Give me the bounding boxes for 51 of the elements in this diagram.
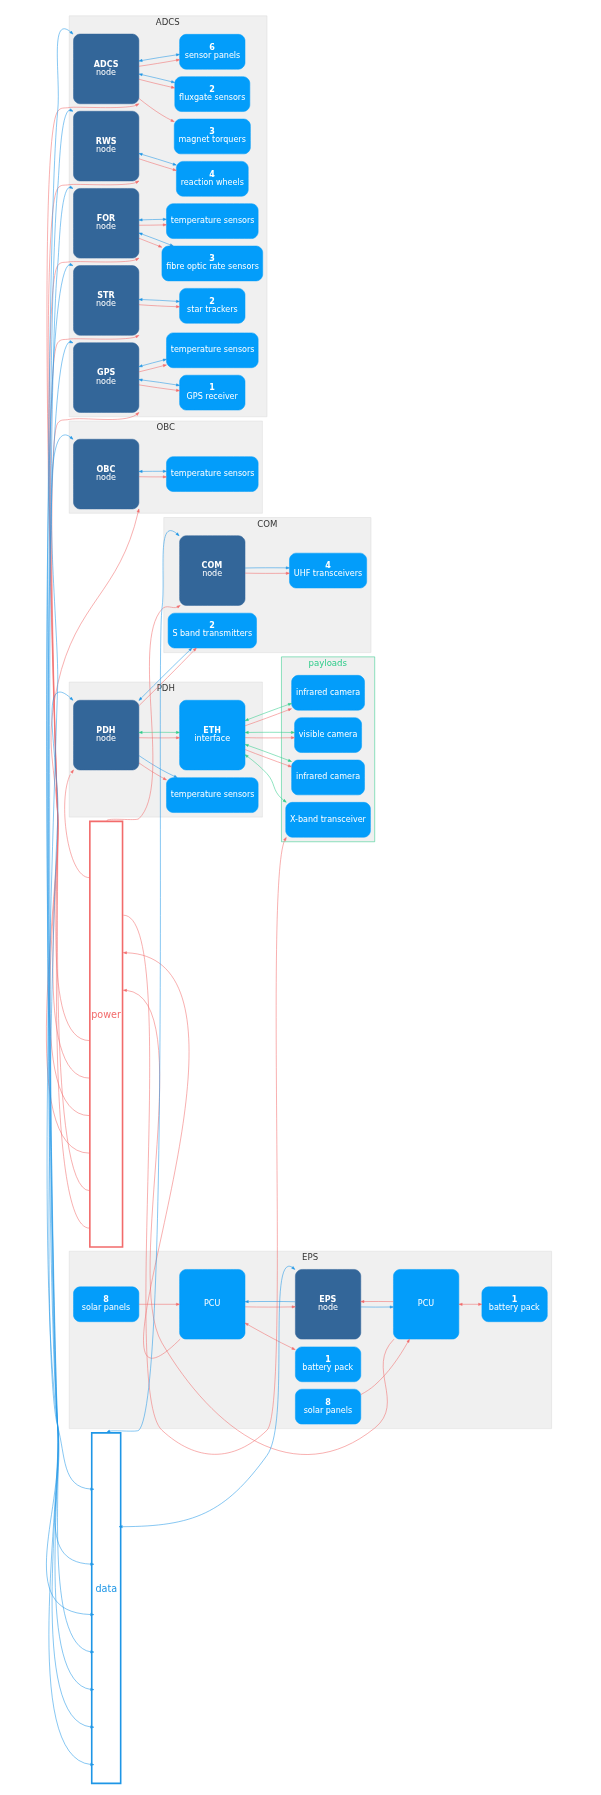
arrow — [46, 435, 94, 1566]
arrow — [63, 769, 90, 878]
arrow — [244, 703, 292, 721]
node-box: power — [88, 820, 123, 1248]
arrow — [138, 358, 167, 368]
arrow — [48, 692, 94, 1491]
arrow — [138, 58, 180, 67]
arrow — [50, 508, 140, 1041]
arrow — [138, 217, 167, 222]
arrow — [244, 744, 292, 762]
arrow — [138, 384, 180, 392]
arrow — [138, 153, 177, 166]
arrow — [138, 736, 180, 740]
arrow — [138, 298, 180, 303]
arrow — [244, 571, 290, 575]
arrow — [138, 475, 167, 479]
arrow — [244, 749, 292, 768]
arrow — [105, 605, 180, 822]
arrow — [360, 1338, 410, 1395]
arrow — [138, 158, 177, 171]
arrow — [360, 1300, 394, 1303]
arrow — [122, 837, 287, 1455]
arrow — [138, 762, 167, 781]
arrow — [138, 731, 180, 734]
arrow — [138, 79, 175, 89]
arrow — [244, 1322, 295, 1350]
arrow — [138, 223, 167, 227]
arrow — [244, 754, 286, 803]
arrow — [244, 736, 295, 740]
arrow — [138, 53, 180, 62]
arrow — [122, 951, 189, 1358]
arrow — [244, 708, 292, 727]
arrow — [138, 364, 167, 373]
arrow — [458, 1302, 482, 1306]
arrow — [244, 566, 290, 570]
arrow — [244, 1305, 296, 1309]
arrow — [138, 755, 178, 778]
arrow — [118, 1266, 295, 1529]
arrow — [244, 1300, 296, 1304]
arrow — [138, 237, 162, 248]
arrow — [244, 731, 295, 734]
arrow — [105, 530, 179, 1433]
arrow — [138, 232, 174, 247]
arrow — [138, 304, 180, 309]
arrow — [138, 469, 167, 473]
arrow — [360, 1305, 394, 1309]
arrow — [138, 378, 180, 387]
arrow — [138, 73, 175, 84]
arrow — [138, 98, 174, 122]
arrow — [122, 989, 394, 1455]
arrow — [138, 1302, 180, 1306]
